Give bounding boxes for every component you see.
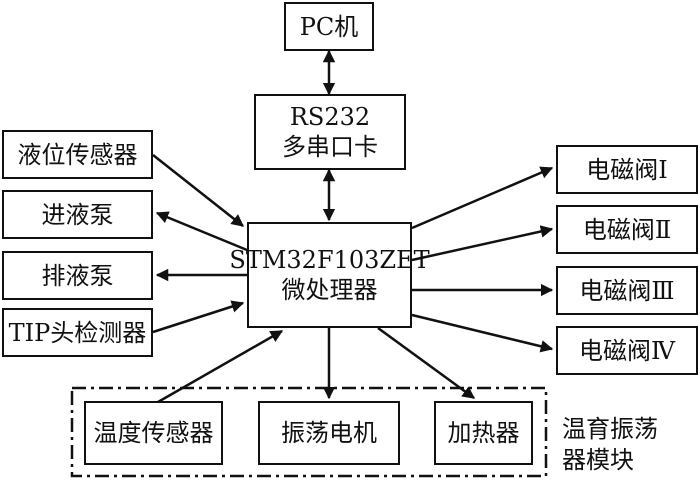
rs232-card-node: RS232 多串口卡: [254, 94, 406, 170]
temp-sensor-label: 温度传感器: [93, 419, 214, 447]
heater-node: 加热器: [434, 401, 533, 465]
edge-mcu-heater: [377, 326, 476, 400]
edge-mcu-valve2: [411, 225, 554, 262]
mcu-label-line1: STM32F103ZET: [229, 246, 430, 274]
temp-sensor-node: 温度传感器: [84, 401, 223, 465]
edge-mcu-valve1: [411, 166, 554, 230]
valve1-label: 电磁阀Ⅰ: [586, 155, 668, 184]
module-label-line1: 温育振荡: [562, 415, 658, 443]
module-boundary: [70, 386, 548, 478]
valve4-label: 电磁阀Ⅳ: [579, 336, 675, 365]
level-sensor-label: 液位传感器: [17, 140, 138, 169]
mcu-node: STM32F103ZET 微处理器: [229, 222, 430, 328]
mcu-label-line2: 微处理器: [281, 276, 378, 304]
valve2-label: 电磁阀Ⅱ: [582, 215, 672, 244]
inlet-pump-label: 进液泵: [41, 200, 114, 229]
edge-level-sensor-mcu: [152, 154, 244, 227]
drain-pump-node: 排液泵: [2, 251, 153, 300]
rs232-label-line1: RS232: [289, 103, 371, 131]
level-sensor-node: 液位传感器: [2, 130, 153, 179]
edge-mcu-inlet-pump: [155, 211, 248, 252]
motor-node: 振荡电机: [258, 401, 400, 465]
motor-label: 振荡电机: [281, 419, 377, 447]
module-label: 温育振荡 器模块: [562, 414, 658, 476]
edge-temp-sensor-mcu: [157, 329, 284, 404]
valve4-node: 电磁阀Ⅳ: [556, 326, 698, 375]
valve3-node: 电磁阀Ⅲ: [556, 266, 698, 315]
inlet-pump-node: 进液泵: [2, 190, 153, 239]
valve1-node: 电磁阀Ⅰ: [556, 145, 698, 194]
tip-detector-label: TIP头检测器: [8, 318, 147, 347]
valve2-node: 电磁阀Ⅱ: [556, 205, 698, 254]
heater-label: 加热器: [447, 419, 520, 447]
rs232-label-line2: 多串口卡: [282, 133, 378, 161]
module-label-line2: 器模块: [562, 446, 634, 475]
pc-label: PC机: [299, 12, 359, 41]
pc-node: PC机: [284, 2, 374, 51]
edge-mcu-valve4: [411, 313, 554, 353]
drain-pump-label: 排液泵: [41, 261, 114, 290]
edge-tip-detector-mcu: [152, 300, 245, 334]
valve3-label: 电磁阀Ⅲ: [579, 276, 675, 305]
tip-detector-node: TIP头检测器: [2, 308, 153, 357]
